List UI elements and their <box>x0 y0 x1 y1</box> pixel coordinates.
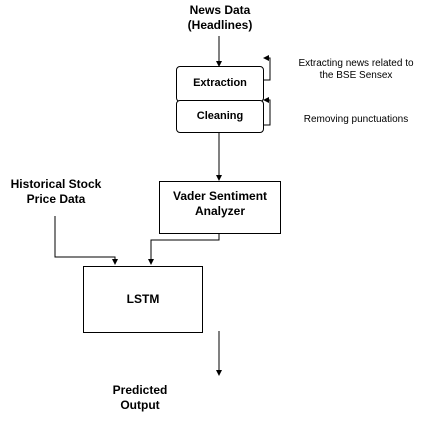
extraction-label: Extraction <box>193 77 247 89</box>
cleaning-note: Removing punctuations <box>303 114 409 125</box>
extraction-loop <box>262 55 271 81</box>
lstm-box: LSTM <box>83 266 203 333</box>
news-data-source: News Data (Headlines) <box>187 3 253 32</box>
vader-box: Vader Sentiment Analyzer <box>159 181 281 234</box>
arrow-stock-to-lstm <box>54 216 118 265</box>
lstm-label: LSTM <box>126 292 160 306</box>
extraction-note: Extracting news related to the BSE Sense… <box>298 58 414 81</box>
extraction-box: Extraction <box>176 66 264 102</box>
historical-stock-data: Historical Stock Price Data <box>10 177 102 206</box>
vader-label: Vader Sentiment Analyzer <box>172 189 268 218</box>
cleaning-label: Cleaning <box>196 110 244 122</box>
cleaning-loop <box>262 97 271 126</box>
arrow-vader-to-lstm <box>148 232 220 265</box>
cleaning-box: Cleaning <box>176 100 264 133</box>
predicted-output: Predicted Output <box>112 383 168 412</box>
